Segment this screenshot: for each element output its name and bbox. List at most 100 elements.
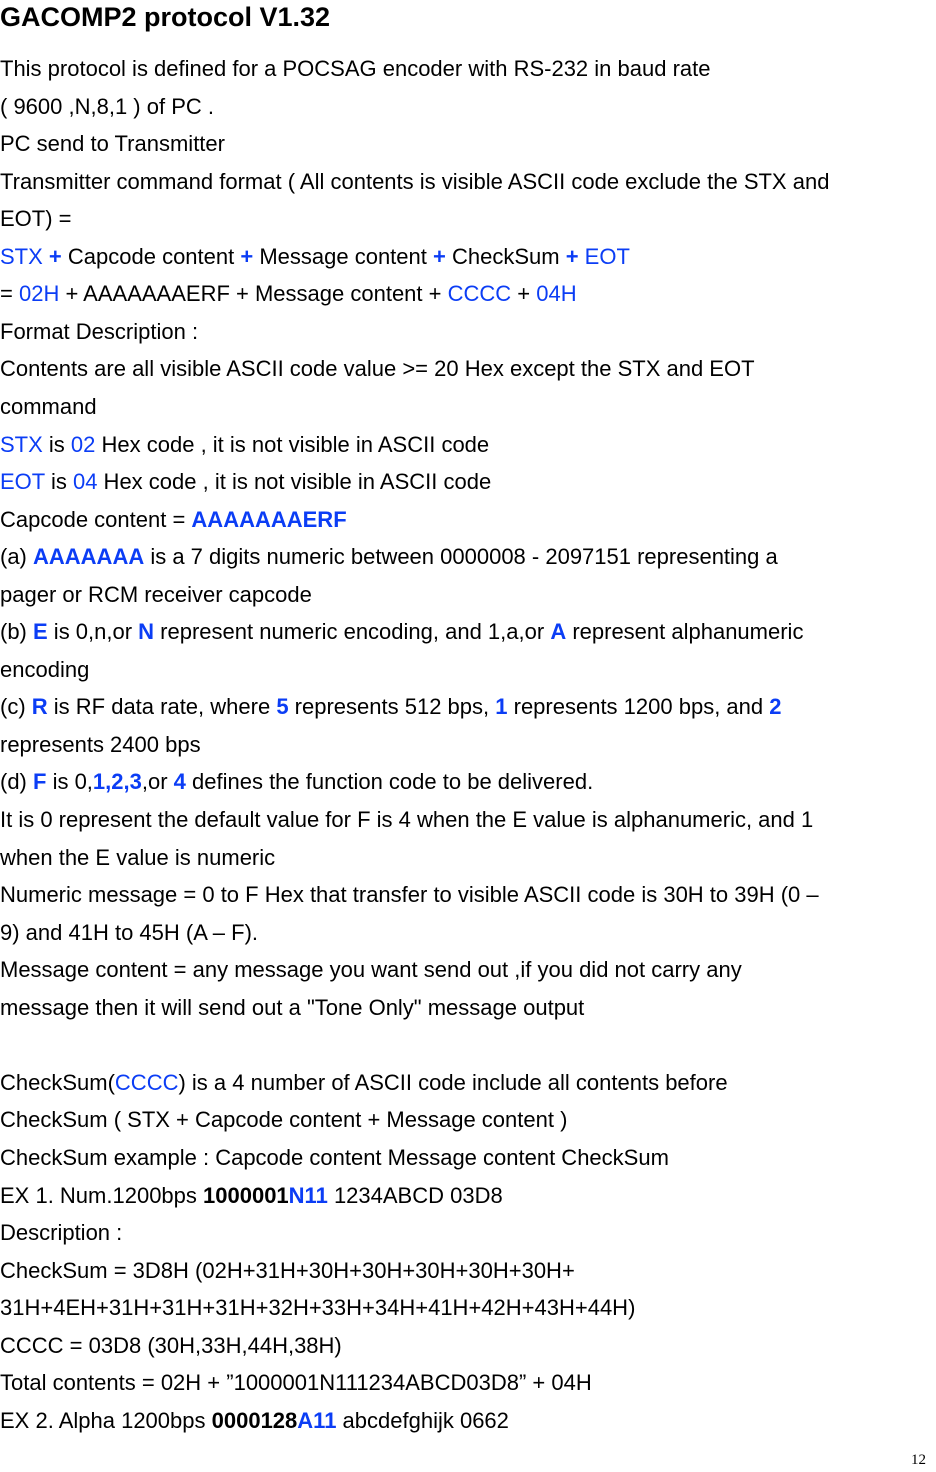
text-segment: Message content = any message you want s…	[0, 957, 742, 983]
text-line: Numeric message = 0 to F Hex that transf…	[0, 876, 819, 913]
text-line: 9) and 41H to 45H (A – F).	[0, 914, 258, 951]
text-segment: 1	[495, 694, 508, 720]
text-segment: EOT	[584, 243, 630, 269]
text-segment: 1234ABCD 03D8	[327, 1182, 503, 1208]
text-line: CheckSum example : Capcode content Messa…	[0, 1139, 669, 1176]
text-line: STX + Capcode content + Message content …	[0, 238, 630, 275]
text-segment: CheckSum = 3D8H (02H+31H+30H+30H+30H+30H…	[0, 1257, 575, 1283]
text-segment: 0000128	[211, 1407, 298, 1433]
text-segment: R	[31, 694, 48, 720]
text-segment: It is 0 represent the default value for …	[0, 807, 814, 832]
text-line: 31H+4EH+31H+31H+31H+32H+33H+34H+41H+42H+…	[0, 1289, 635, 1326]
text-line: CheckSum(CCCC) is a 4 number of ASCII co…	[0, 1064, 728, 1101]
text-segment: E	[33, 619, 48, 645]
text-segment: 4	[173, 769, 186, 795]
text-line: CCCC = 03D8 (30H,33H,44H,38H)	[0, 1327, 342, 1364]
text-segment: ( 9600 ,N,8,1 ) of PC .	[0, 93, 214, 119]
text-segment: represents 2400 bps	[0, 731, 201, 757]
text-line: Capcode content = AAAAAAAERF	[0, 501, 347, 538]
text-line: (a) AAAAAAA is a 7 digits numeric betwee…	[0, 538, 778, 575]
text-line: pager or RCM receiver capcode	[0, 576, 312, 613]
text-segment: +	[433, 243, 446, 269]
text-segment: is 0,n,or	[47, 619, 139, 645]
text-segment: when the E value is numeric	[0, 844, 276, 870]
text-segment: +	[240, 243, 254, 269]
text-segment: N	[138, 619, 155, 645]
text-line: Format Description :	[0, 313, 198, 350]
text-segment: CheckSum ( STX + Capcode content + Messa…	[0, 1107, 568, 1133]
text-line: (b) E is 0,n,or N represent numeric enco…	[0, 613, 803, 650]
text-line: = 02H + AAAAAAAERF + Message content + C…	[0, 275, 577, 312]
text-line: EOT is 04 Hex code , it is not visible i…	[0, 463, 491, 500]
text-segment: Transmitter command format ( All content…	[0, 168, 830, 194]
text-segment: represent alphanumeric	[566, 619, 804, 645]
text-segment: represent numeric encoding, and 1,a,or	[154, 619, 551, 645]
text-line: command	[0, 388, 97, 425]
text-segment: pager or RCM receiver capcode	[0, 581, 312, 607]
text-segment: EX 2. Alpha 1200bps	[0, 1407, 212, 1433]
text-segment: + AAAAAAAERF + Message content +	[59, 281, 448, 307]
text-segment: is a 7 digits numeric between 0000008 - …	[144, 544, 778, 570]
text-segment: CheckSum(	[0, 1069, 115, 1095]
text-segment: Total contents = 02H + ”1000001N111234AB…	[0, 1370, 592, 1396]
text-segment: 02	[70, 431, 96, 457]
text-segment: EOT	[0, 469, 45, 495]
text-segment: CheckSum example : Capcode content Messa…	[0, 1144, 669, 1170]
text-segment: EX 1. Num.1200bps	[0, 1182, 204, 1208]
text-segment: +	[511, 281, 537, 307]
text-segment: 1000001	[203, 1182, 289, 1208]
text-segment: represents 512 bps,	[288, 694, 496, 720]
text-segment: defines the function code to be delivere…	[185, 769, 594, 795]
text-segment: is RF data rate, where	[47, 694, 277, 720]
text-segment: Hex code , it is not visible in ASCII co…	[95, 431, 490, 457]
text-segment: STX	[0, 431, 43, 457]
text-segment: 9) and 41H to 45H (A – F).	[0, 919, 259, 945]
text-segment: PC send to Transmitter	[0, 131, 225, 157]
text-line: EX 2. Alpha 1200bps 0000128A11 abcdefghi…	[0, 1402, 509, 1439]
text-line: Description :	[0, 1214, 122, 1251]
text-line: (c) R is RF data rate, where 5 represent…	[0, 688, 781, 725]
text-segment: is	[42, 431, 71, 457]
text-line: It is 0 represent the default value for …	[0, 801, 813, 838]
text-segment: CheckSum	[445, 243, 566, 269]
text-segment: +	[565, 243, 579, 269]
text-segment: 5	[276, 694, 289, 720]
text-line: STX is 02 Hex code , it is not visible i…	[0, 426, 489, 463]
text-segment: ) is a 4 number of ASCII code include al…	[178, 1069, 728, 1095]
text-line: This protocol is defined for a POCSAG en…	[0, 50, 710, 87]
text-line: message then it will send out a "Tone On…	[0, 989, 584, 1026]
text-segment: AAAAAAA	[33, 544, 145, 570]
text-segment: Capcode content =	[0, 506, 192, 532]
text-segment: 04H	[536, 281, 577, 307]
text-line: CheckSum ( STX + Capcode content + Messa…	[0, 1101, 567, 1138]
text-segment: AAAAAAAERF	[191, 506, 347, 532]
text-segment: is	[44, 469, 73, 495]
text-line: Contents are all visible ASCII code valu…	[0, 350, 755, 387]
text-segment: Description :	[0, 1220, 123, 1246]
text-segment: 1,2,3	[92, 769, 142, 795]
text-segment: abcdefghijk 0662	[336, 1407, 509, 1433]
text-line: (d) F is 0,1,2,3,or 4 defines the functi…	[0, 763, 593, 800]
text-segment: Message content	[253, 243, 433, 269]
text-segment: encoding	[0, 656, 90, 682]
text-line: Total contents = 02H + ”1000001N111234AB…	[0, 1364, 592, 1401]
text-segment: (a)	[0, 544, 33, 570]
text-segment: Numeric message = 0 to F Hex that transf…	[0, 882, 819, 908]
text-segment: 04	[72, 469, 98, 495]
text-segment: CCCC	[447, 281, 512, 307]
page-number: 12	[911, 1452, 926, 1468]
text-segment: Hex code , it is not visible in ASCII co…	[97, 469, 492, 495]
text-line: CheckSum = 3D8H (02H+31H+30H+30H+30H+30H…	[0, 1252, 575, 1289]
text-segment: 31H+4EH+31H+31H+31H+32H+33H+34H+41H+42H+…	[0, 1295, 636, 1321]
text-line: Transmitter command format ( All content…	[0, 163, 829, 200]
text-segment: 2	[769, 694, 782, 720]
text-segment: represents 1200 bps, and	[507, 694, 770, 720]
text-segment: This protocol is defined for a POCSAG en…	[0, 56, 711, 81]
text-line: when the E value is numeric	[0, 839, 275, 876]
text-line: ( 9600 ,N,8,1 ) of PC .	[0, 88, 214, 125]
text-segment: STX	[0, 243, 43, 269]
text-line: PC send to Transmitter	[0, 125, 225, 162]
text-line: Message content = any message you want s…	[0, 951, 742, 988]
text-segment: Format Description :	[0, 318, 199, 344]
text-segment: Capcode content	[61, 243, 241, 269]
